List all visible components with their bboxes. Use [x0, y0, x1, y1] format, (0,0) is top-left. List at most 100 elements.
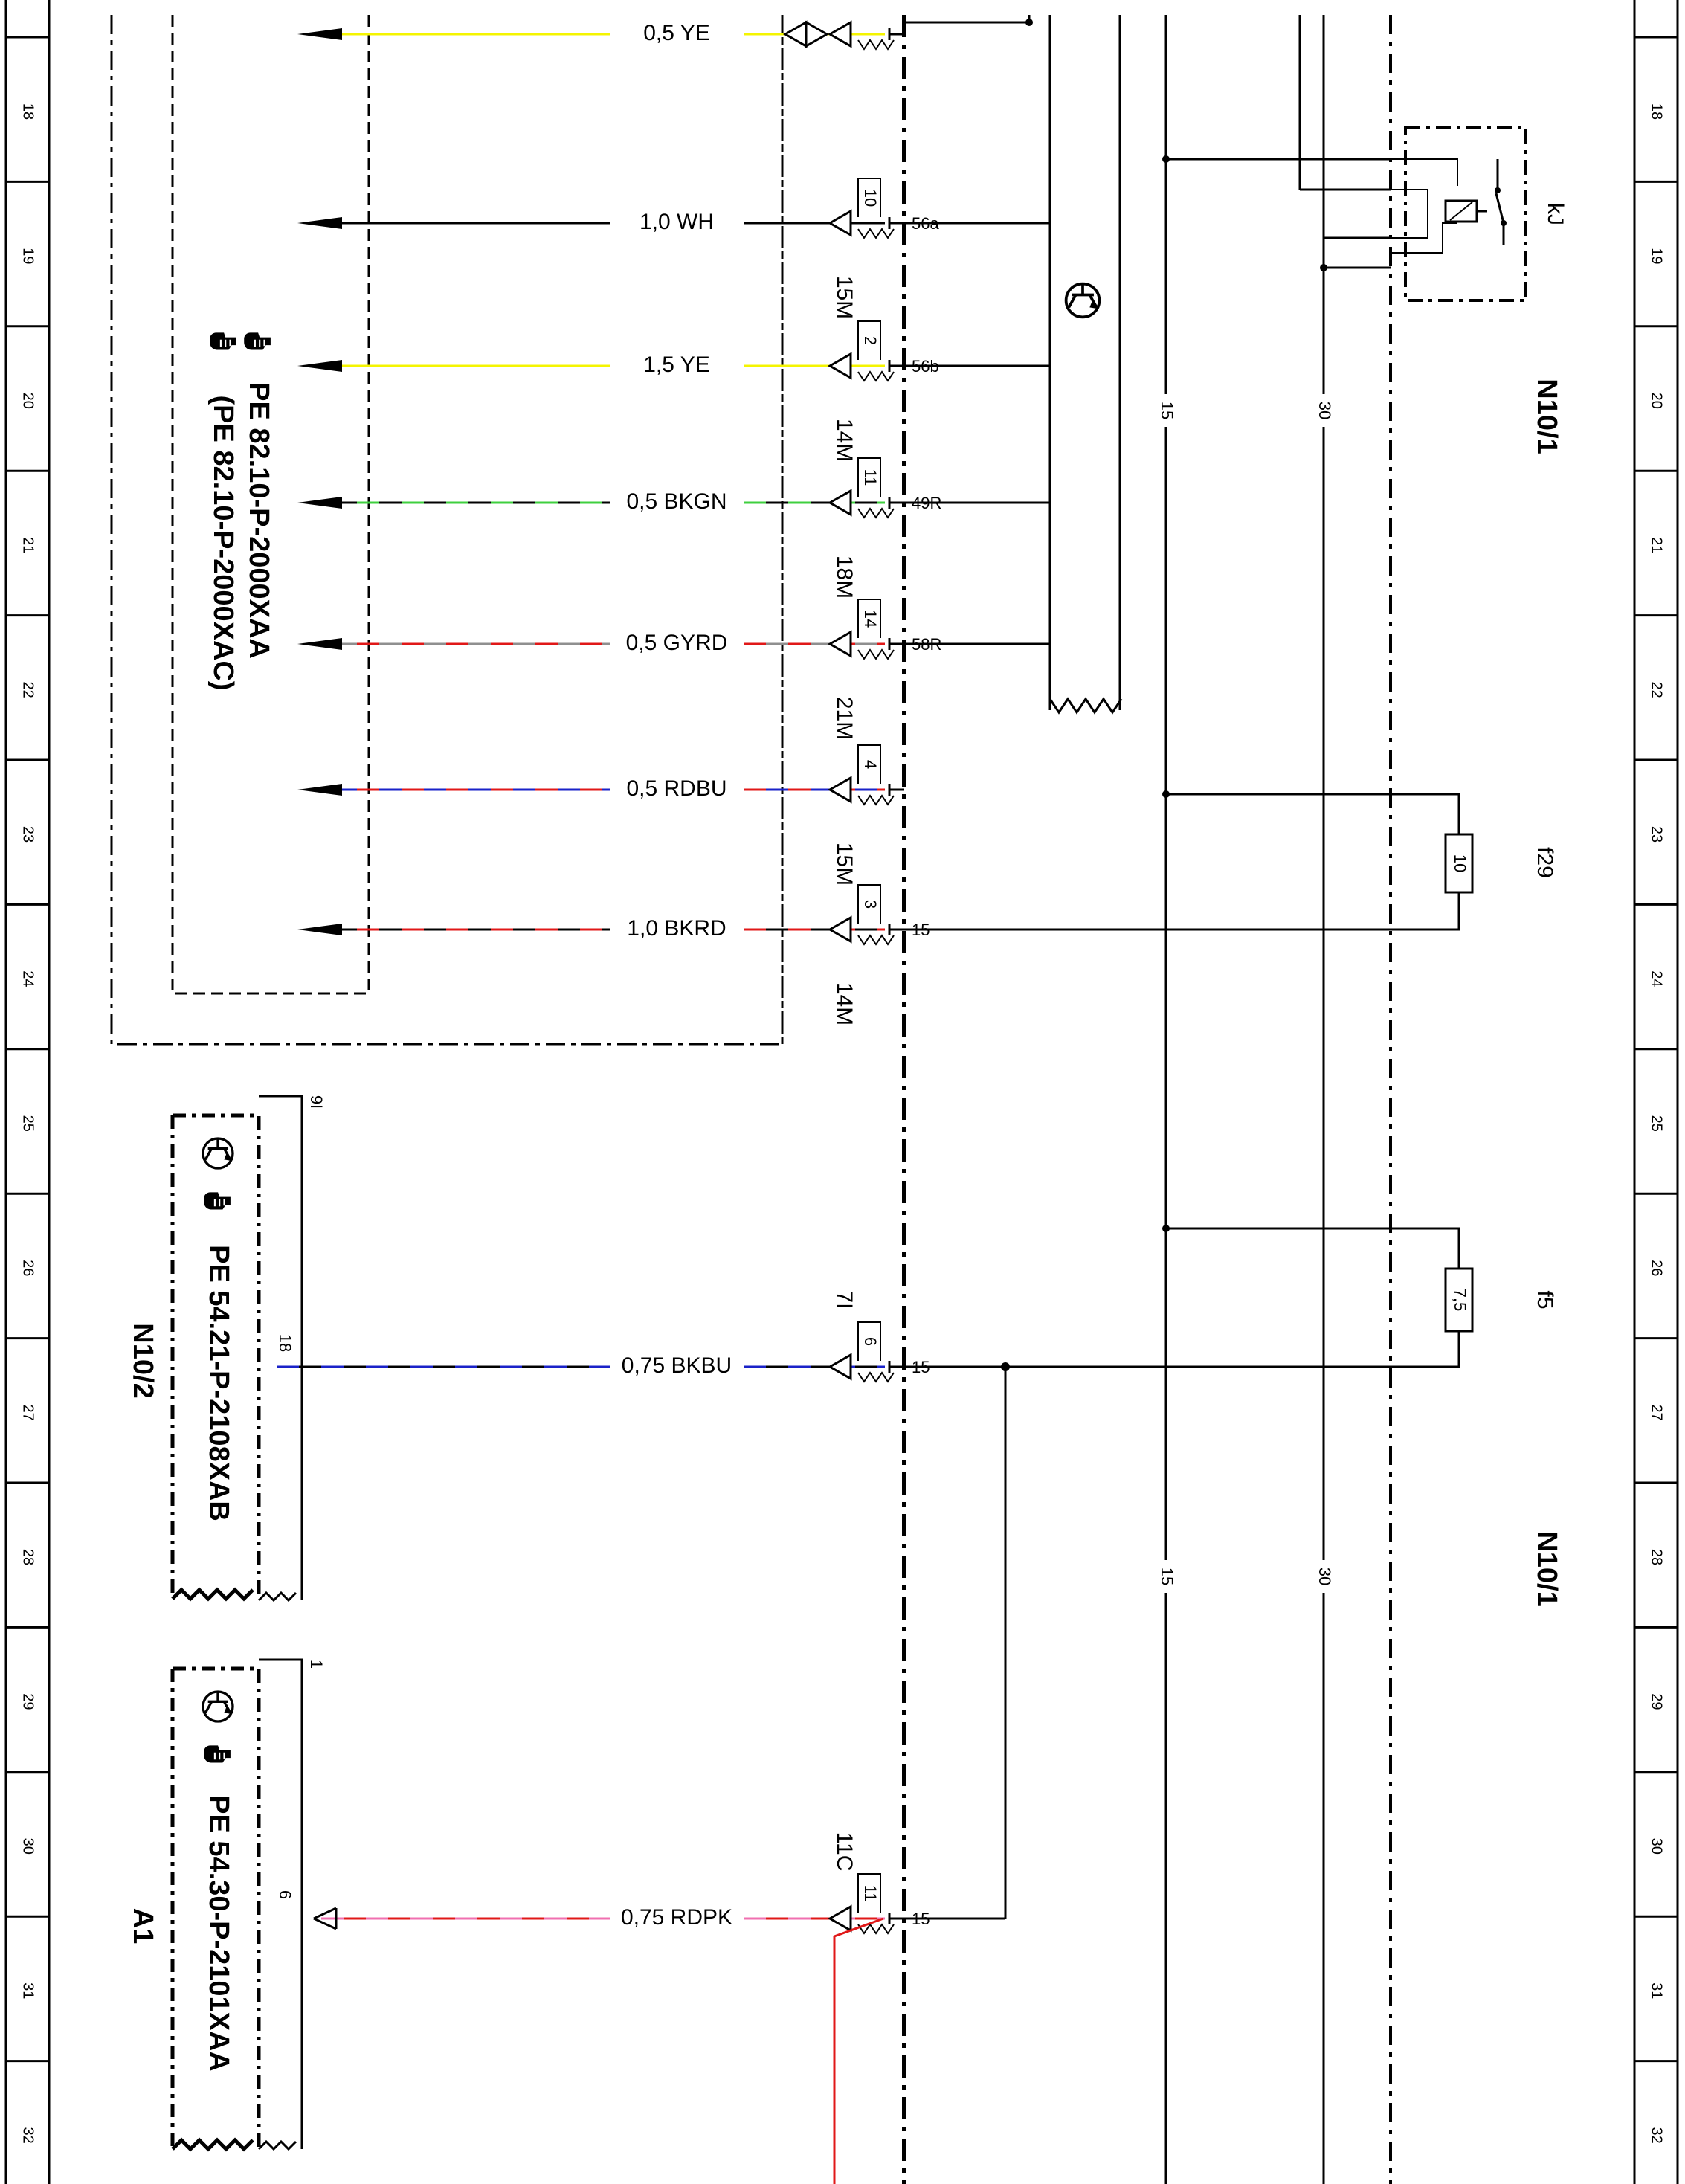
- pin-strain: [857, 39, 895, 51]
- ruler-row-label: 22: [1649, 681, 1665, 698]
- ruler-row-label: 30: [1649, 1838, 1665, 1855]
- ruler-row-label: 20: [20, 393, 36, 409]
- rail-15-label-top: 15: [1158, 402, 1176, 419]
- pin-number: 11: [861, 1885, 880, 1902]
- n10-2-pin-9i: 9I: [307, 1095, 326, 1109]
- ruler-row-label: 24: [20, 970, 36, 987]
- pointing-hand-icon: [203, 1745, 232, 1764]
- module-n10-2-label: N10/2: [127, 1323, 158, 1398]
- connector-label: 18M: [832, 555, 857, 599]
- pin-box: [857, 320, 881, 360]
- connector-arrow: [827, 915, 852, 944]
- ruler-row-label: 32: [20, 2127, 36, 2143]
- pin-box: [857, 744, 881, 784]
- ruler-row-label: 21: [20, 537, 36, 553]
- ruler-row-label: 31: [1649, 1982, 1665, 1999]
- ruler-row-label: 22: [20, 681, 36, 698]
- connector-arrow: [827, 352, 852, 380]
- pin-box: [857, 1321, 881, 1361]
- terminal-label: 15: [912, 921, 930, 939]
- pin-number: 11: [861, 469, 880, 486]
- red-wire-down: [833, 1917, 884, 2184]
- ruler-row-label: 25: [20, 1115, 36, 1132]
- ruler-row-label: 27: [20, 1404, 36, 1420]
- reference-pe-82-10-2000xaa: PE 82.10-P-2000XAA: [243, 382, 274, 659]
- a1-pin-6: 6: [276, 1890, 294, 1899]
- pin-socket: [888, 638, 904, 650]
- module-n10-2-box: PE 54.21-P-2108XAB N10/2 9I 18: [127, 1095, 326, 1602]
- ruler-row-label: 23: [1649, 826, 1665, 843]
- pin-socket: [888, 1913, 904, 1924]
- terminal-label: 15: [912, 1910, 930, 1928]
- reference-pe-54-30-2101xaa: PE 54.30-P-2101XAA: [203, 1795, 234, 2072]
- pin-strain: [857, 228, 895, 239]
- pin-strain: [857, 1371, 895, 1383]
- fuse-f5-rating: 7,5: [1451, 1289, 1469, 1312]
- connector-arrow: [827, 489, 852, 517]
- pin-number: 2: [861, 336, 880, 345]
- wire-label: 0,5 YE: [643, 21, 710, 45]
- ruler-row-label: 32: [1649, 2127, 1665, 2143]
- connector-arrow: [827, 20, 852, 48]
- ruler-row-label: 18: [20, 103, 36, 120]
- pin-box: [857, 178, 881, 217]
- pin-box: [857, 1873, 881, 1913]
- pointing-hand-icon: [243, 332, 272, 351]
- module-n10-1-label-bottom: N10/1: [1531, 1531, 1562, 1606]
- fuse-f29-rating: 10: [1451, 854, 1469, 872]
- transistor-symbol-icon: [202, 1137, 234, 1170]
- pin-socket: [888, 360, 904, 372]
- pin-socket: [888, 28, 904, 40]
- connector-label: 21M: [832, 697, 857, 740]
- pin-number: 14: [861, 610, 880, 628]
- instrument-boundary-inner: [171, 15, 370, 995]
- module-a1-label: A1: [127, 1908, 158, 1945]
- pin-socket: [888, 217, 904, 229]
- ruler-row-label: 19: [1649, 248, 1665, 264]
- ruler-row-label: 18: [1649, 103, 1665, 120]
- pin-strain: [857, 507, 895, 519]
- ruler-row-label: 31: [20, 1982, 36, 1999]
- ruler-row-label: 24: [1649, 970, 1665, 987]
- connector-arrow: [827, 209, 852, 237]
- wire-arrow: [297, 497, 342, 509]
- connector-label: 15M: [832, 843, 857, 886]
- pin-socket: [888, 784, 904, 796]
- wire-label: 0,5 RDBU: [626, 776, 726, 801]
- connector-label: 11C: [832, 1832, 857, 1872]
- ruler-row-label: 25: [1649, 1115, 1665, 1132]
- pin-strain: [857, 370, 895, 382]
- ruler-row-label: 26: [1649, 1260, 1665, 1276]
- terminal-label: 15: [912, 1358, 930, 1376]
- wire-arrow: [297, 638, 342, 650]
- ruler-row-label: 20: [1649, 393, 1665, 409]
- wire-label: 1,0 BKRD: [627, 916, 726, 941]
- terminal-label: 49R: [912, 494, 941, 512]
- wire-arrow: [297, 784, 342, 796]
- pin-box: [857, 599, 881, 638]
- wire-arrow: [313, 1907, 338, 1930]
- reference-pe-82-10-2000xac: (PE 82.10-P-2000XAC): [207, 395, 239, 690]
- pin-socket: [888, 1361, 904, 1373]
- relay-kj-housing: [1404, 126, 1527, 302]
- rail-15-label-bottom: 15: [1158, 1568, 1176, 1585]
- a1-pin-1: 1: [307, 1660, 326, 1669]
- pin-strain: [857, 934, 895, 946]
- reference-pe-54-21-2108xab: PE 54.21-P-2108XAB: [203, 1245, 234, 1521]
- terminal-label: 56a: [912, 214, 939, 233]
- pin-number: 10: [861, 189, 880, 207]
- wire-label: 1,5 YE: [643, 352, 710, 377]
- connector-label: 15M: [832, 276, 857, 319]
- rail-30-label-top: 30: [1315, 402, 1334, 419]
- connector-arrow: [827, 776, 852, 804]
- wire-arrow: [297, 360, 342, 372]
- fuse-f29: 10 f29: [904, 790, 1557, 931]
- transistor-symbol-icon: [1064, 282, 1101, 319]
- pin-number: 6: [861, 1337, 880, 1346]
- reference-top-group: PE 82.10-P-2000XAA (PE 82.10-P-2000XAC): [207, 332, 274, 691]
- ruler-row-label: 30: [20, 1838, 36, 1855]
- connector-label: 14M: [832, 982, 857, 1025]
- terminal-label: 58R: [912, 635, 941, 654]
